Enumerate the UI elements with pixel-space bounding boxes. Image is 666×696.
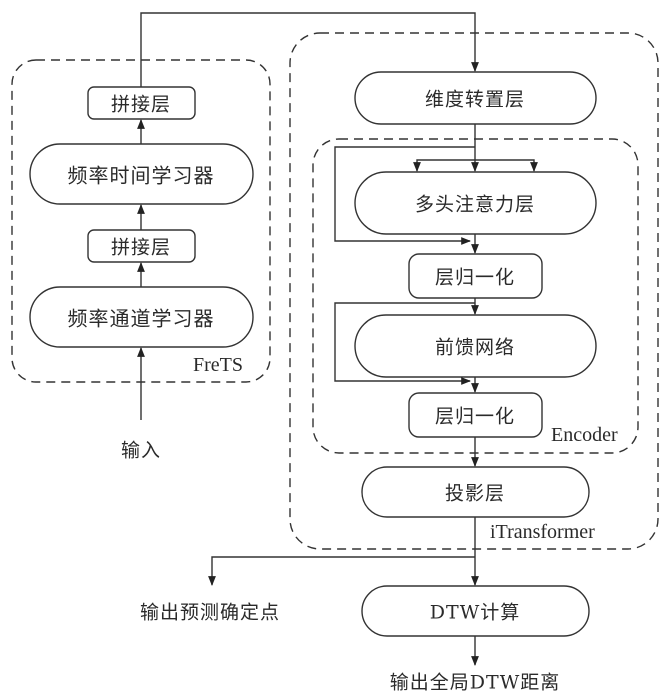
residual-1 [334, 146, 475, 245]
arrow-frets-to-itransformer [140, 12, 479, 87]
feed-forward-label: 前馈网络 [434, 336, 516, 359]
dtw-compute-label: DTW计算 [429, 601, 521, 624]
concat-top-label: 拼接层 [110, 93, 172, 116]
itransformer-group-box [289, 32, 659, 550]
freq-channel-learner-label: 频率通道学习器 [67, 306, 215, 331]
multi-head-attention-label: 多头注意力层 [414, 193, 536, 216]
encoder-group-label: Encoder [551, 424, 618, 446]
projection-label: 投影层 [444, 482, 506, 505]
concat-bottom-label: 拼接层 [110, 236, 172, 259]
itransformer-group-label: iTransformer [490, 521, 595, 543]
output-points-label: 输出预测确定点 [139, 601, 281, 624]
layer-norm-2-label: 层归一化 [434, 405, 516, 428]
layer-norm-1-label: 层归一化 [434, 266, 516, 289]
dim-transpose-label: 维度转置层 [424, 88, 526, 111]
freq-time-learner-label: 频率时间学习器 [67, 163, 215, 188]
arrow-to-output-points [208, 556, 475, 586]
residual-2 [334, 302, 475, 385]
output-dtw-label: 输出全局DTW距离 [389, 671, 561, 694]
arrow-attn-q [413, 159, 475, 172]
input-label: 输入 [120, 439, 162, 462]
arrow-attn-v [475, 159, 538, 172]
frets-group-label: FreTS [193, 354, 243, 376]
